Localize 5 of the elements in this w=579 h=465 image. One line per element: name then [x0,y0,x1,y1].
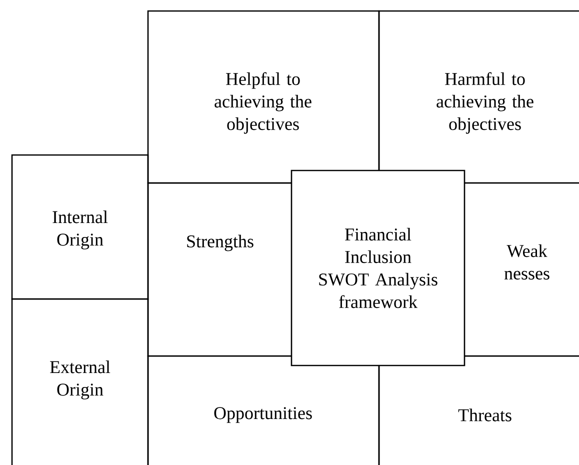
grid-cell: External Origin [11,298,149,465]
grid-cell: Strengths [147,182,292,357]
center-box: Financial Inclusion SWOT Analysis framework [290,170,466,366]
grid-cell: Weak nesses [464,182,579,357]
grid-cell: Internal Origin [11,154,149,300]
